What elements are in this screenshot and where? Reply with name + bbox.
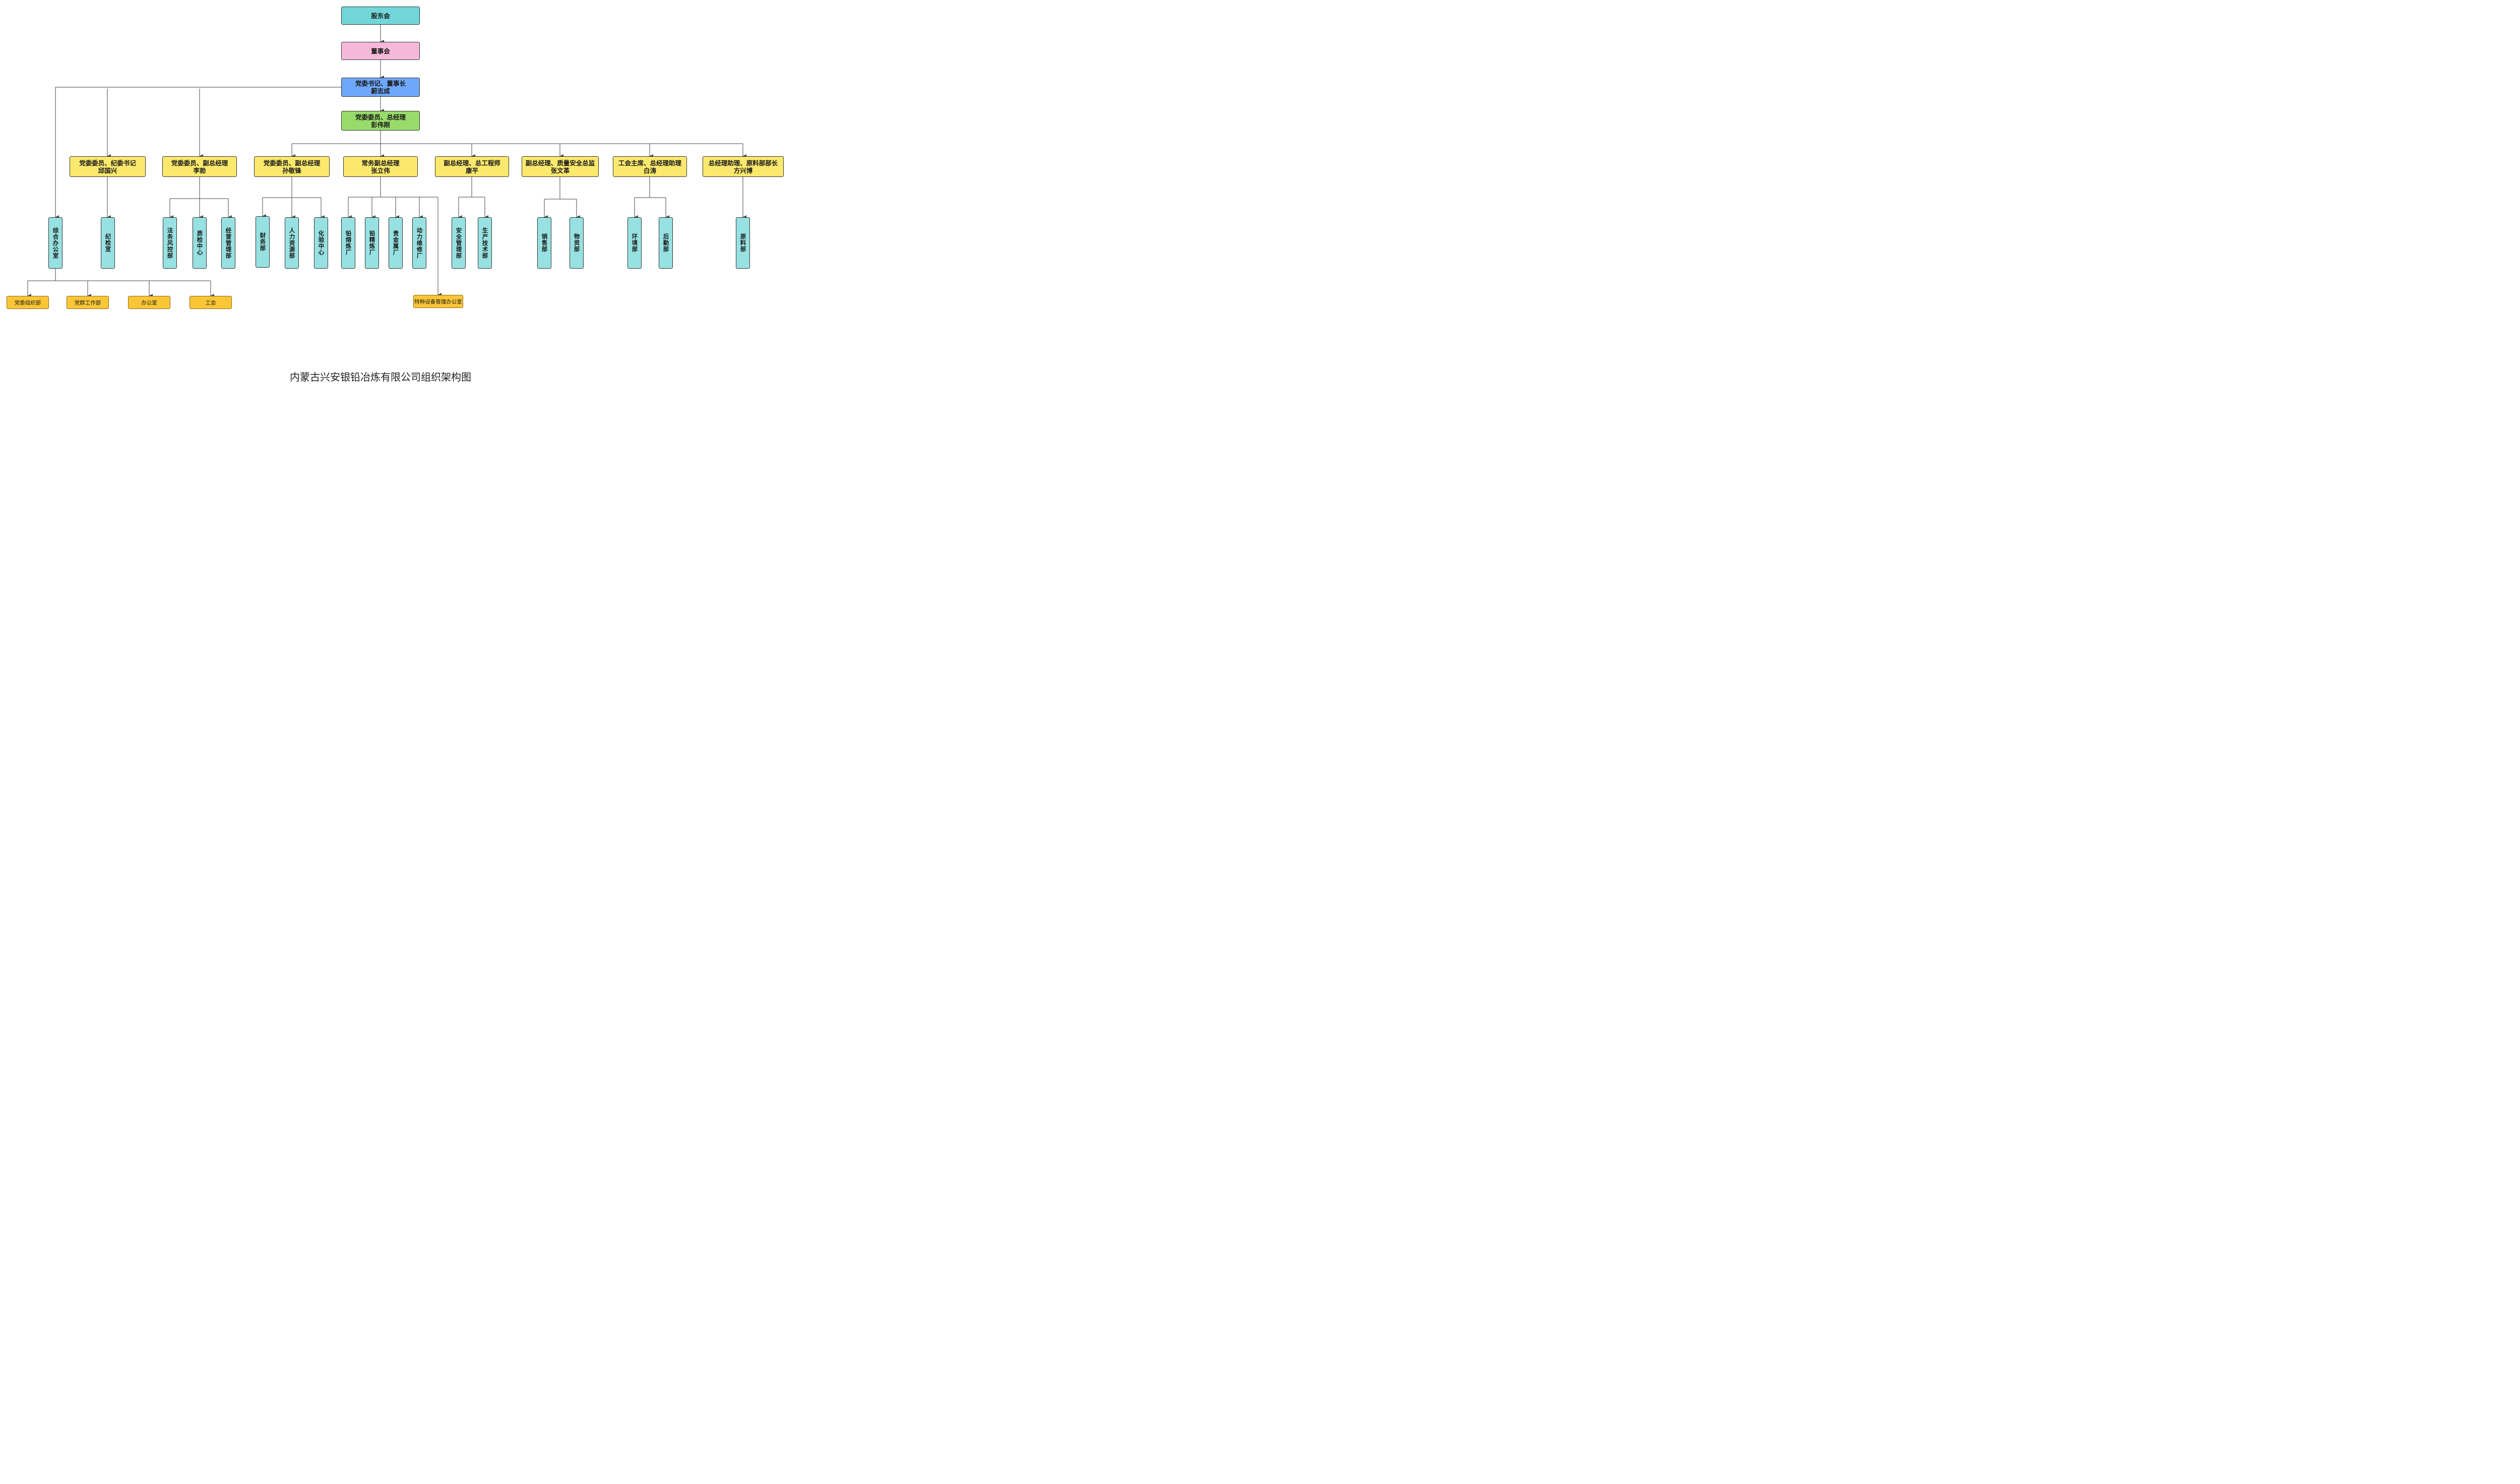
dept-refining[interactable]: 铅精炼厂 [365,217,379,269]
dept-lab[interactable]: 化验中心 [314,217,328,269]
org-chart: 股东会 董事会 党委书记、董事长 蔚志成 党委委员、总经理 彭伟刚 党委委员、纪… [0,0,790,392]
dept-smelting[interactable]: 铅熔炼厂 [341,217,355,269]
sub-union[interactable]: 工会 [190,296,232,309]
dept-discipline[interactable]: 纪检室 [101,217,115,269]
board-box[interactable]: 董事会 [341,42,420,60]
dept-logistics[interactable]: 后勤部 [659,217,673,269]
dept-operations[interactable]: 经营管理部 [221,217,235,269]
connector-lines [27,25,746,298]
exec-box-zhang-wg[interactable]: 副总经理、质量安全总监 张文革 [522,156,599,177]
secretary-box[interactable]: 党委书记、董事长 蔚志成 [341,78,420,97]
dept-finance[interactable]: 财务部 [256,216,270,268]
sub-office[interactable]: 办公室 [128,296,170,309]
dept-qc[interactable]: 质检中心 [193,217,207,269]
dept-materials[interactable]: 物资部 [570,217,584,269]
exec-box-li[interactable]: 党委委员、副总经理 李勍 [162,156,237,177]
exec-box-zhang-lw[interactable]: 常务副总经理 张立伟 [343,156,418,177]
chart-caption: 内蒙古兴安银铅冶炼有限公司组织架构图 [290,371,471,383]
dept-general-office[interactable]: 综合办公室 [48,217,62,269]
dept-hr[interactable]: 人力资源部 [285,217,299,269]
dept-environment[interactable]: 环境部 [627,217,642,269]
dept-precious[interactable]: 贵金属厂 [389,217,403,269]
exec-box-kang[interactable]: 副总经理、总工程师 康平 [435,156,509,177]
dept-raw[interactable]: 原料部 [736,217,750,269]
exec-box-sun[interactable]: 党委委员、副总经理 孙敬锋 [254,156,330,177]
sub-party-org[interactable]: 党委组织部 [7,296,49,309]
dept-sales[interactable]: 销售部 [537,217,551,269]
dept-production[interactable]: 生产技术部 [478,217,492,269]
sub-party-mass[interactable]: 党群工作部 [67,296,109,309]
exec-box-fang[interactable]: 总经理助理、原料部部长 方兴博 [703,156,784,177]
sub-special-equipment[interactable]: 特种设备管理办公室 [413,295,463,308]
shareholders-box[interactable]: 股东会 [341,7,420,25]
exec-box-qiu[interactable]: 党委委员、纪委书记 邱国兴 [70,156,146,177]
link-secretary-general-office [55,87,341,219]
general-manager-box[interactable]: 党委委员、总经理 彭伟刚 [341,111,420,131]
dept-power[interactable]: 动力维修厂 [412,217,426,269]
dept-legal[interactable]: 法务风控部 [163,217,177,269]
exec-box-bai[interactable]: 工会主席、总经理助理 白涛 [613,156,687,177]
dept-safety[interactable]: 安全管理部 [452,217,466,269]
